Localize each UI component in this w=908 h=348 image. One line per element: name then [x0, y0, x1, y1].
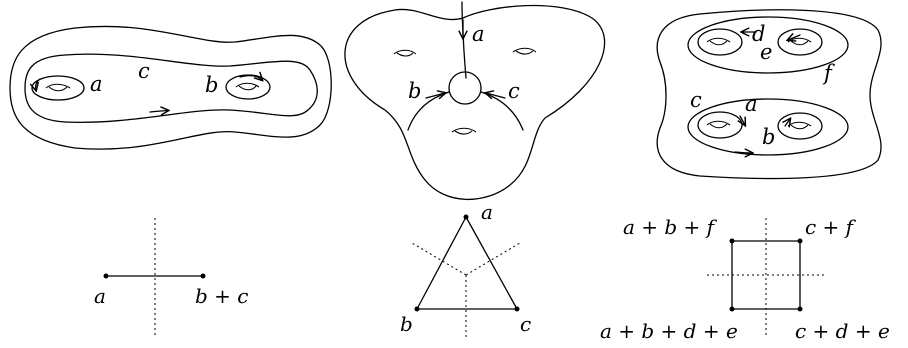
- label-b: b: [408, 79, 421, 103]
- curve-a: [461, 1, 467, 79]
- surface-right: d e f c a b: [656, 9, 882, 180]
- label-d: d: [752, 22, 765, 46]
- graph-vertex: [729, 306, 735, 312]
- label-c: c: [690, 88, 702, 112]
- curve-a-arrow: [740, 115, 745, 125]
- graph-right: a + b + f c + f a + b + d + e c + d + e: [600, 215, 890, 343]
- label-b: b: [762, 125, 775, 149]
- handle-bottom-right: [787, 121, 812, 130]
- graph-vertex: [414, 306, 420, 312]
- curve-b-arrow: [425, 93, 445, 98]
- curve-e-arrow: [788, 35, 801, 40]
- label-f: f: [822, 61, 835, 85]
- surface-left-outer-boundary: [9, 25, 332, 150]
- handle-top-right: [787, 37, 812, 46]
- vertex-label-bc: b + c: [195, 284, 248, 308]
- handle-bottom: [451, 127, 477, 135]
- graph-vertex: [729, 238, 735, 244]
- curve-d: [697, 28, 743, 56]
- surface-middle-outer-boundary: [344, 4, 606, 201]
- vertex-label-cf: c + f: [805, 215, 857, 239]
- vertex-label-abf: a + b + f: [623, 215, 718, 239]
- graph-vertex: [797, 238, 803, 244]
- graph-triangle: [416, 216, 518, 310]
- curve-c-arrow: [734, 152, 752, 153]
- handle-top-left: [706, 37, 731, 46]
- vertex-label-b: b: [400, 312, 413, 336]
- graph-left: a b + c: [94, 218, 248, 338]
- handle-upper-right: [512, 47, 537, 55]
- label-b: b: [205, 73, 218, 97]
- boundary-circle: [448, 71, 482, 105]
- curve-c-arrow: [486, 93, 506, 98]
- label-c: c: [138, 59, 150, 83]
- curve-b: [777, 112, 823, 140]
- vertex-label-abde: a + b + d + e: [600, 319, 738, 343]
- graph-vertex: [463, 214, 469, 220]
- vertex-label-cde: c + d + e: [795, 319, 890, 343]
- graph-vertex: [200, 273, 206, 279]
- graph-middle: a b c: [400, 200, 531, 338]
- curve-e: [777, 28, 823, 56]
- surface-left: a c b: [9, 25, 332, 150]
- label-a: a: [472, 22, 485, 46]
- dual-line: [411, 242, 467, 276]
- graph-vertex: [797, 306, 803, 312]
- handle-bottom-left: [706, 120, 731, 129]
- label-e: e: [760, 40, 772, 64]
- curve-b-arrow: [785, 119, 790, 126]
- curve-a: [697, 111, 743, 139]
- surface-middle: a b c: [344, 1, 606, 201]
- label-a: a: [745, 92, 758, 116]
- curve-b-arrow: [239, 76, 262, 80]
- graph-vertex: [514, 306, 520, 312]
- vertex-label-a: a: [94, 284, 106, 308]
- vertex-label-c: c: [520, 312, 531, 336]
- curve-b: [225, 74, 271, 100]
- handle-right: [235, 82, 260, 91]
- vertex-label-a: a: [481, 200, 493, 224]
- curve-c: [24, 53, 318, 124]
- graph-square: [731, 240, 801, 310]
- label-a: a: [90, 72, 103, 96]
- curve-f: [687, 16, 849, 74]
- handle-upper-left: [393, 49, 417, 57]
- curve-c-arrow: [149, 111, 168, 113]
- graph-vertex: [103, 273, 109, 279]
- handle-left: [45, 83, 71, 92]
- curve-c: [687, 98, 849, 156]
- curve-a-arrow: [36, 78, 41, 90]
- surface-right-outer-boundary: [656, 9, 882, 180]
- dual-line: [465, 242, 521, 276]
- label-c: c: [508, 79, 520, 103]
